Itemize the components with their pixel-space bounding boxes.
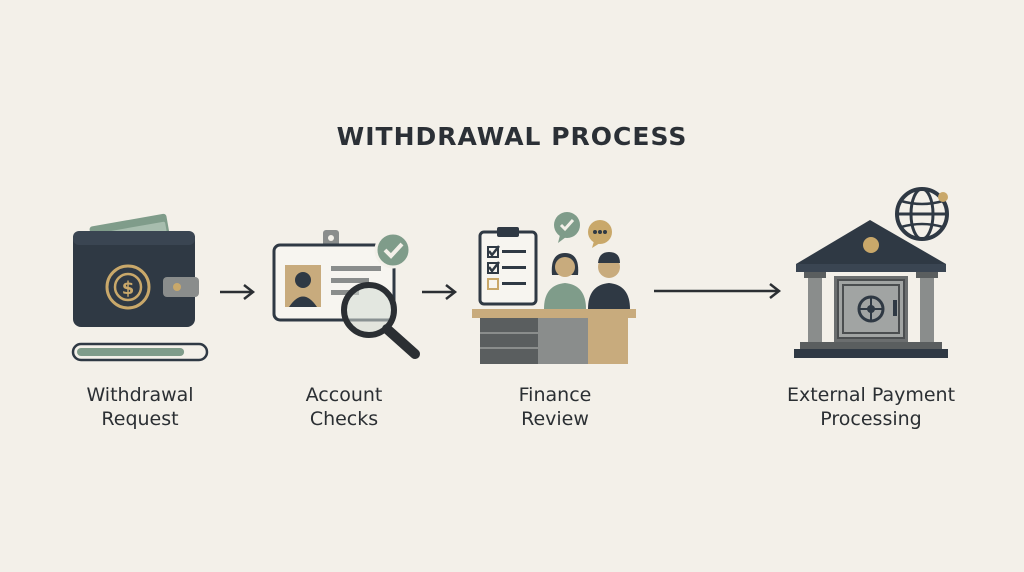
step-withdrawal-request: $ [60, 205, 220, 365]
id-card-magnifier-icon [272, 230, 420, 359]
step-finance-review [470, 205, 640, 370]
svg-text:$: $ [122, 278, 135, 299]
diagram-title: WITHDRAWAL PROCESS [336, 122, 688, 151]
finance-desk-icon [472, 212, 636, 364]
wallet-icon: $ [71, 213, 209, 362]
step-external-payment-processing [790, 180, 960, 370]
arrow-right-icon [654, 283, 782, 299]
step-label-finance-review: Finance Review [518, 384, 592, 430]
step-account-checks [265, 220, 425, 370]
arrow-right-icon [422, 284, 458, 300]
bank-globe-icon [794, 186, 950, 358]
step-label-external-payment-processing: External Payment Processing [786, 384, 956, 430]
arrow-right-icon [220, 284, 256, 300]
step-label-withdrawal-request: Withdrawal Request [86, 384, 194, 430]
progress-fill [77, 348, 185, 356]
step-label-account-checks: Account Checks [305, 384, 383, 430]
